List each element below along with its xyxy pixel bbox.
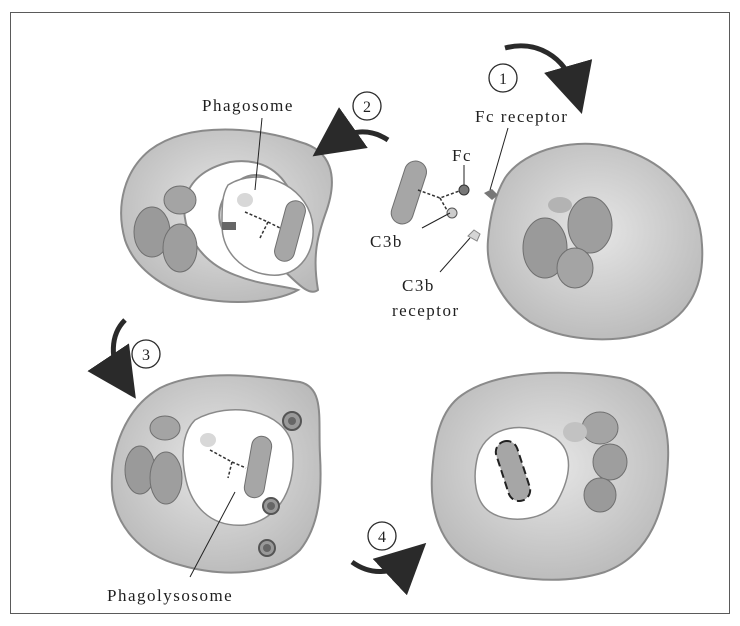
c3b-receptor-label-line1: C3b [402,276,435,295]
fc-receptor-label: Fc receptor [475,107,568,126]
phagocyte-cell-step2 [121,130,332,302]
nucleus-lobe [150,452,182,504]
nucleus-lobe [568,197,612,253]
antibody-fc [418,185,469,218]
c3b-leader [422,213,450,228]
c3b-receptor-leader [440,238,470,272]
nucleus-lobe [557,248,593,288]
phagosome-label: Phagosome [202,96,294,115]
c3b-receptor-label-line2: receptor [392,301,460,320]
step3-marker: 3 [132,340,160,368]
step4-arrow [352,560,408,572]
phagocyte-cell-step1 [488,144,703,340]
svg-text:4: 4 [378,529,386,546]
c3b-receptor [468,230,480,241]
c3b-label: C3b [370,232,403,251]
nucleus-lobe [150,416,180,440]
step4-marker: 4 [368,522,396,550]
nucleus-lobe [593,444,627,480]
phagocyte-cell-step4 [432,373,668,580]
step1-marker: 1 [489,64,517,92]
lysosome [259,540,275,556]
fc-label: Fc [452,146,472,165]
svg-text:1: 1 [499,71,507,88]
nucleus-lobe [163,224,197,272]
step3-arrow [113,320,125,378]
svg-text:2: 2 [363,99,371,116]
lysosome [283,412,301,430]
nucleus-lobe [582,412,618,444]
phagocyte-cell-step3 [112,375,321,572]
nucleus-lobe [584,478,616,512]
step2-marker: 2 [353,92,381,120]
svg-text:3: 3 [142,347,150,364]
step2-arrow [333,132,388,142]
phagolysosome-label: Phagolysosome [107,586,233,605]
lysosome [263,498,279,514]
nucleus-lobe [164,186,196,214]
